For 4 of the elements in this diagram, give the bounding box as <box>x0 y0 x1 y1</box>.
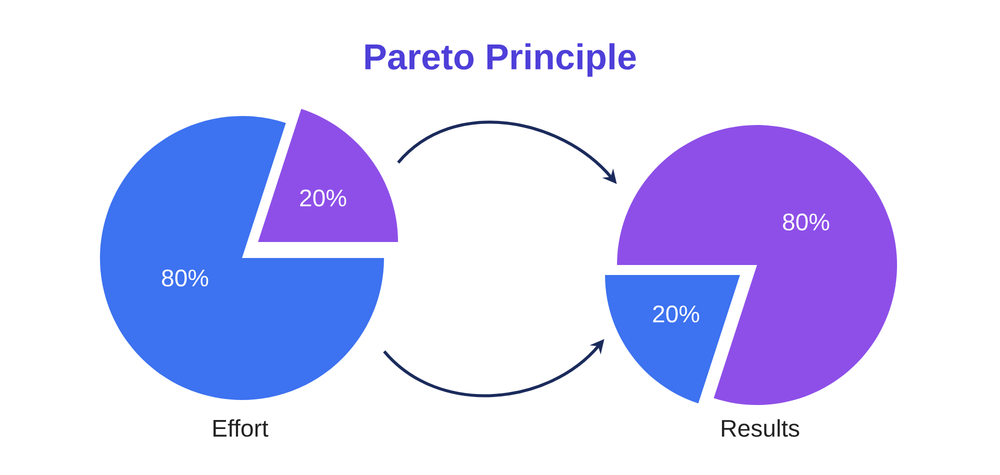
title: Pareto Principle <box>365 43 636 77</box>
pie-slice: 20% <box>258 108 398 242</box>
pie-slice: 20% <box>605 275 740 404</box>
pie-caption: Results <box>722 419 800 437</box>
